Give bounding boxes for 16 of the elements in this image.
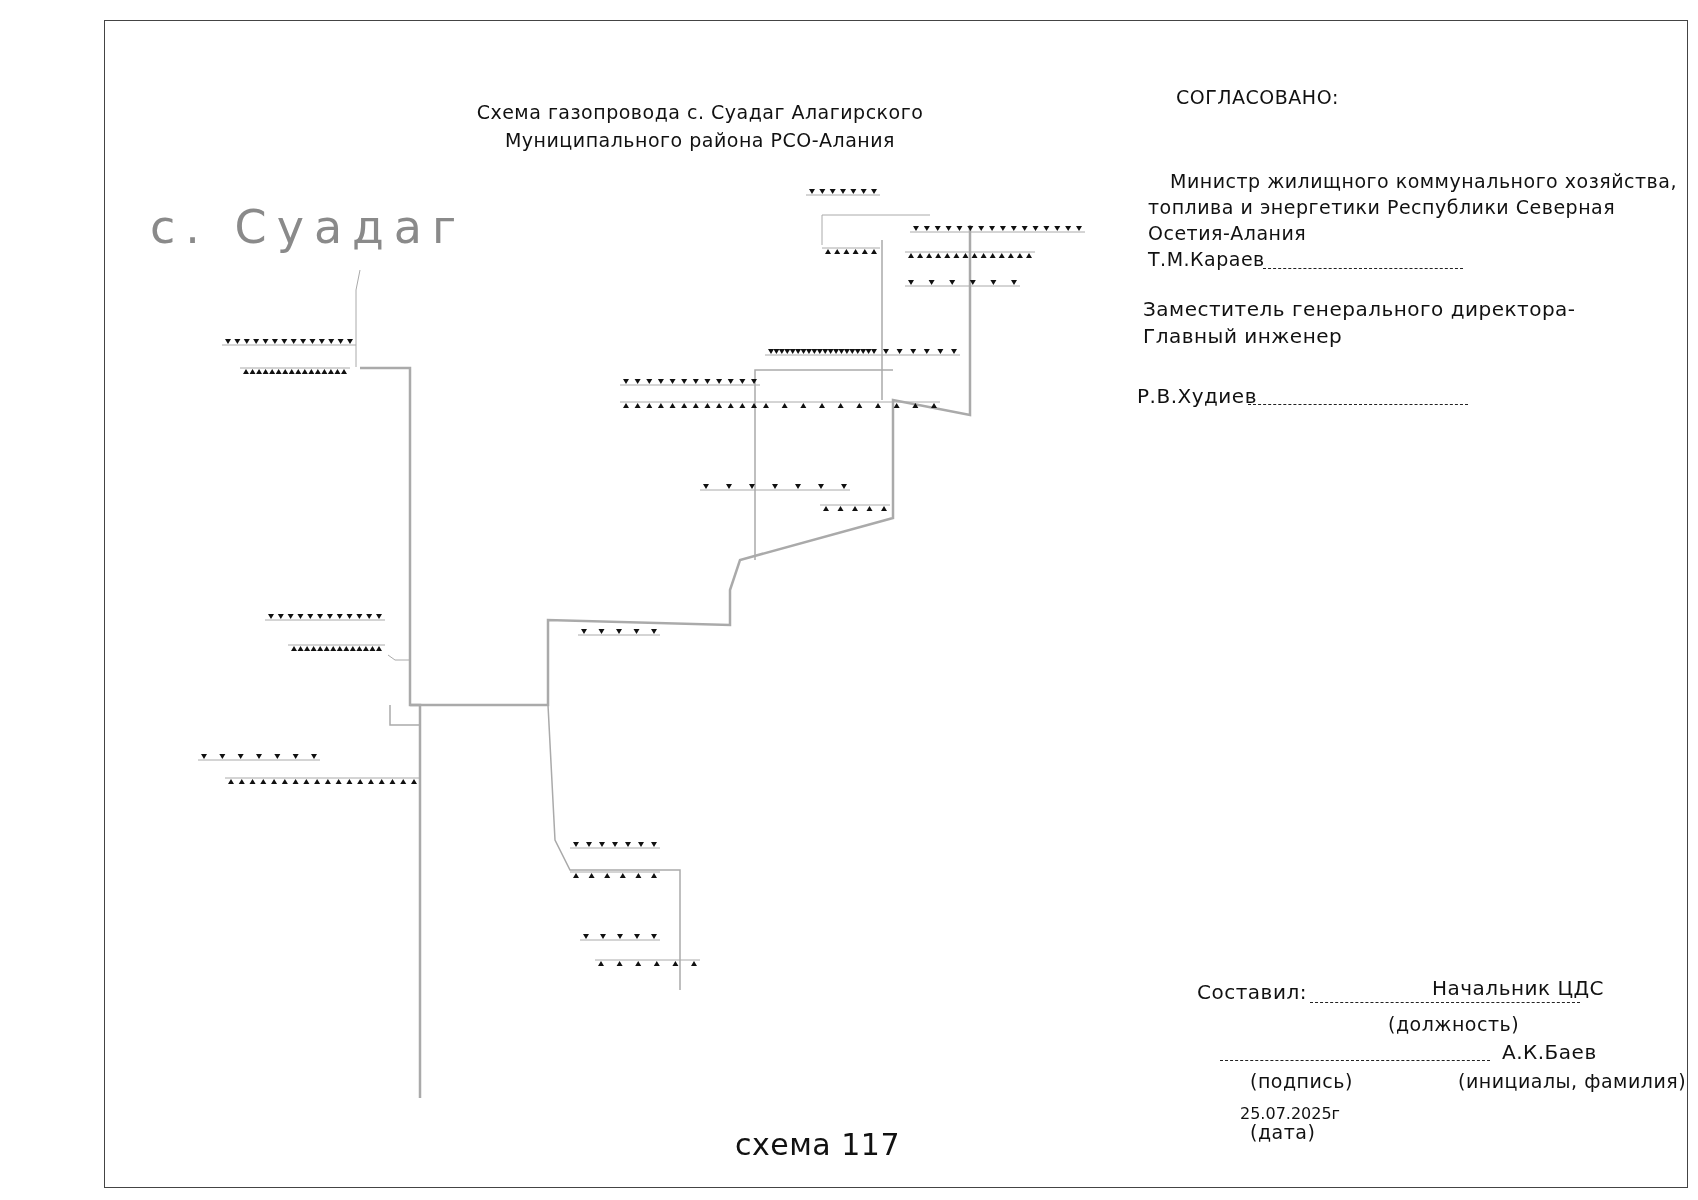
scheme-number: схема 117 [735,1127,901,1162]
approver-name: Т.М.Караев [1148,248,1265,270]
drawing-title: Схема газопровода с. Суадаг Алагирского Муниципального района РСО-Алания [475,100,925,153]
person-name: А.К.Баев [1502,1040,1597,1064]
position-text: Начальник ЦДС [1432,976,1605,1000]
field-caption: (дата) [1250,1121,1316,1143]
approver-name: Р.В.Худиев [1137,384,1257,408]
compiled-by-label: Составил: [1197,980,1307,1004]
approver-position: Министр жилищного коммунального хозяйства, топлива и энергетики Республики Северная Осетия-Алания [1148,169,1678,246]
field-caption: (должность) [1388,1013,1520,1035]
approval-heading: СОГЛАСОВАНО: [1176,86,1339,108]
village-name: с. Суадаг [150,200,467,254]
field-caption: (подпись) [1250,1070,1353,1092]
approver-position: Заместитель генерального директора-Главный инженер [1143,296,1577,350]
date-text: 25.07.2025г [1240,1104,1340,1123]
field-caption: (инициалы, фамилия) [1458,1070,1687,1092]
